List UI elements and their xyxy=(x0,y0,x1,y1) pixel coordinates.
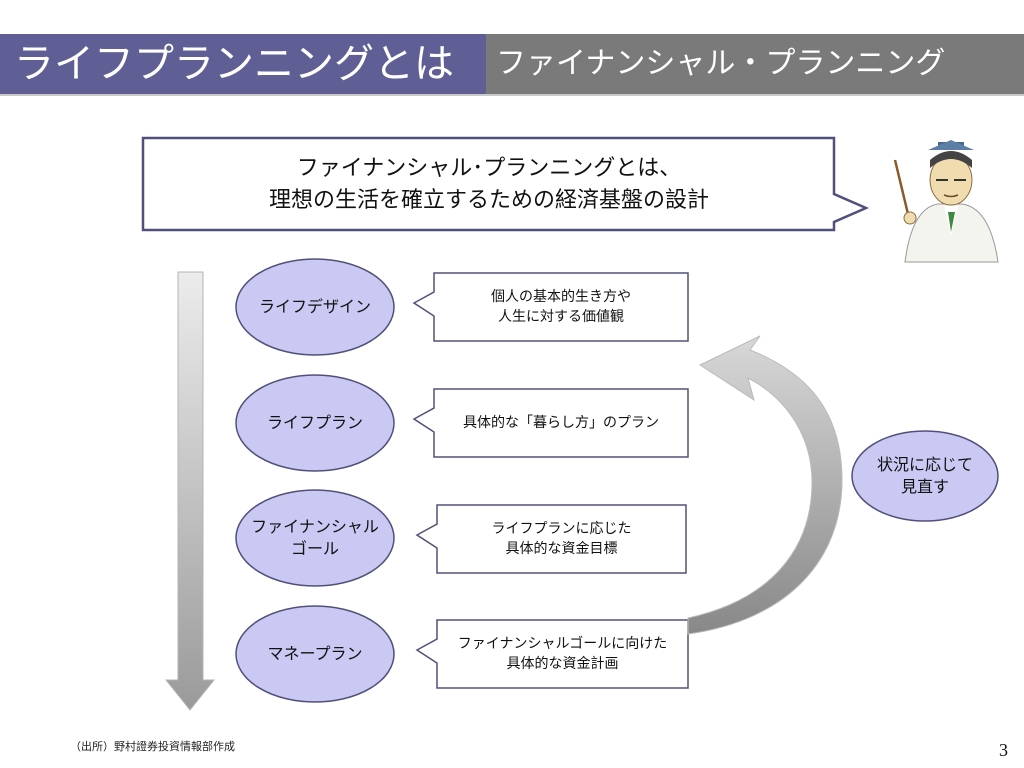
flow-down-arrow xyxy=(164,271,216,711)
step-desc-life-design: 個人の基本的生き方や 人生に対する価値観 xyxy=(491,289,631,325)
oval-financial-goal xyxy=(235,489,395,587)
oval-life-plan xyxy=(235,374,395,472)
step-desc-money-plan: ファイナンシャルゴールに向けた 具体的な資金計画 xyxy=(457,636,668,672)
review-label: 状況に応じて 見直す xyxy=(876,455,973,496)
slide-title: ライフプランニングとは xyxy=(0,34,486,94)
step-desc-financial-goal: ライフプランに応じた 具体的な資金目標 xyxy=(491,521,632,557)
step-label-money-plan: マネープラン xyxy=(267,644,363,663)
source-note: （出所）野村證券投資情報部作成 xyxy=(70,740,235,753)
step-desc-life-plan: 具体的な「暮らし方」のプラン xyxy=(463,415,659,431)
page-number: 3 xyxy=(999,740,1008,760)
slide-subtitle: ファイナンシャル・プランニング xyxy=(486,34,1024,94)
definition-callout xyxy=(141,136,870,232)
definition-text: ファイナンシャル･プランニングとは、 理想の生活を確立するための経済基盤の設計 xyxy=(145,142,833,228)
desc-box-financial-goal xyxy=(415,504,687,574)
step-label-financial-goal: ファイナンシャル ゴール xyxy=(251,517,379,558)
teacher-illustration xyxy=(878,140,1008,264)
definition-line-1: ファイナンシャル･プランニングとは、 xyxy=(296,156,682,181)
desc-box-life-plan xyxy=(412,388,689,458)
oval-life-design xyxy=(235,258,395,356)
header-divider xyxy=(0,94,1024,96)
step-label-life-plan: ライフプラン xyxy=(266,413,363,432)
review-cycle-arrow xyxy=(687,335,843,635)
definition-line-2: 理想の生活を確立するための経済基盤の設計 xyxy=(268,188,709,213)
desc-box-life-design xyxy=(412,272,689,342)
oval-review xyxy=(851,430,999,522)
oval-money-plan xyxy=(235,605,395,703)
step-label-life-design: ライフデザイン xyxy=(258,297,371,316)
